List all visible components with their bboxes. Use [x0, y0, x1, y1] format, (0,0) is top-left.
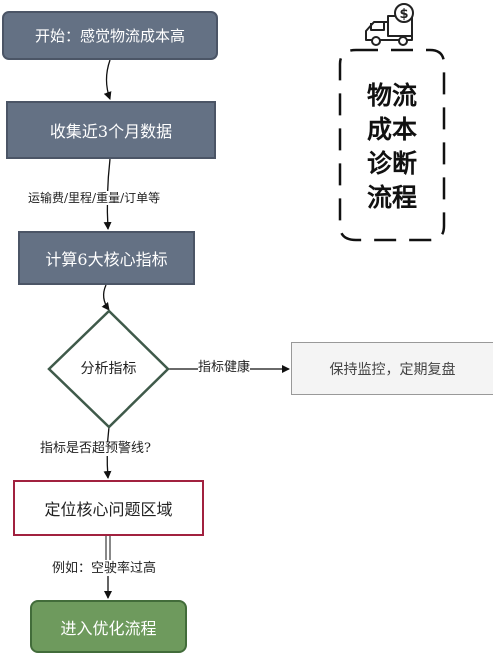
side-title-line: 成本 — [366, 115, 417, 144]
edge-start-collect — [103, 59, 112, 100]
side-panel-frame — [338, 48, 446, 242]
side-title-line: 诊断 — [366, 149, 417, 178]
calc-metrics-label: 计算6大核心指标 — [45, 250, 168, 269]
edge-label-healthy: 指标健康 — [198, 360, 251, 375]
truck-with-dollar-icon: $ — [365, 3, 414, 46]
collect-data-label: 收集近3个月数据 — [49, 122, 173, 141]
collect-data-node[interactable]: 收集近3个月数据 — [6, 101, 216, 159]
svg-text:$: $ — [399, 7, 408, 22]
keep-monitoring-node[interactable]: 保持监控，定期复盘 — [291, 342, 493, 395]
edge-label-warning: 指标是否超预警线? — [40, 441, 151, 456]
keep-monitoring-label: 保持监控，定期复盘 — [329, 361, 456, 378]
locate-problem-node[interactable]: 定位核心问题区域 — [13, 480, 204, 536]
edge-label-example: 例如：空驶率过高 — [52, 561, 157, 576]
side-title: 物流 成本 诊断 流程 — [346, 56, 438, 238]
edge-calc-analyze — [101, 284, 110, 311]
start-node-label: 开始：感觉物流成本高 — [34, 27, 185, 45]
start-node[interactable]: 开始：感觉物流成本高 — [2, 11, 218, 60]
calc-metrics-node[interactable]: 计算6大核心指标 — [18, 231, 195, 285]
side-title-line: 流程 — [366, 183, 417, 212]
analyze-node-label: 分析指标 — [80, 361, 137, 377]
analyze-diamond[interactable] — [47, 309, 170, 429]
optimize-node[interactable]: 进入优化流程 — [30, 600, 187, 653]
optimize-label: 进入优化流程 — [60, 618, 157, 638]
locate-problem-label: 定位核心问题区域 — [44, 500, 173, 519]
edge-label-metrics: 运输费/里程/重量/订单等 — [28, 191, 161, 205]
side-title-line: 物流 — [366, 81, 417, 110]
